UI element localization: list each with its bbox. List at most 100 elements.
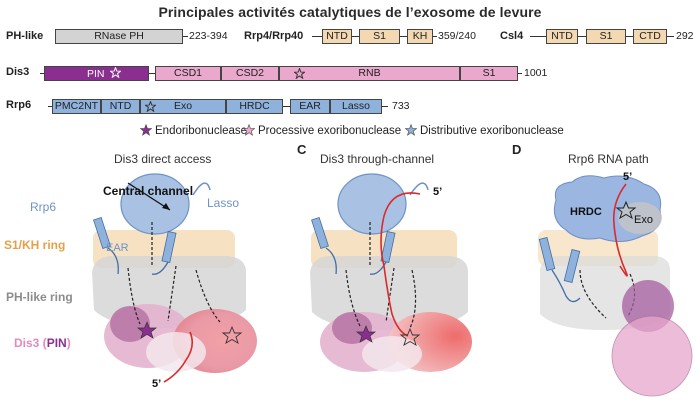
dis3-length: 1001 bbox=[524, 67, 548, 79]
panel-d-letter: D bbox=[512, 142, 522, 157]
panel-c-title: Dis3 through-channel bbox=[320, 152, 435, 166]
rrp6-exo-sphere bbox=[337, 173, 407, 235]
central-channel-label: Central channel bbox=[103, 184, 194, 198]
rna-strand bbox=[163, 331, 194, 383]
endo-star-icon bbox=[356, 325, 376, 343]
rrp6-linker bbox=[107, 247, 169, 275]
dis3-csd1-domain: CSD1 bbox=[155, 66, 221, 81]
processive-star-icon bbox=[243, 124, 255, 136]
legend-distributive: Distributive exoribonuclease bbox=[405, 124, 564, 137]
dis3-rnb-domain: RNB bbox=[279, 66, 460, 81]
rnase-ph-domain: RNase PH bbox=[55, 29, 183, 44]
dis3-pin-blob bbox=[110, 306, 150, 342]
rrp6-label: Rrp6 bbox=[6, 99, 32, 111]
rrp6-exo-label: Exo bbox=[173, 100, 193, 112]
rrp6-grey-subdomain bbox=[618, 202, 662, 234]
panel-d-structure bbox=[538, 175, 693, 397]
panel-c-5prime: 5’ bbox=[433, 186, 443, 198]
panel-b-5prime: 5’ bbox=[152, 378, 162, 390]
dis3-label: Dis3 bbox=[6, 66, 30, 78]
dis3-s1-domain: S1 bbox=[460, 66, 518, 81]
rrp6-linker bbox=[551, 269, 581, 303]
rrp6-ntd-domain: NTD bbox=[101, 99, 140, 114]
paren-side-text: ) bbox=[66, 336, 71, 350]
csl4-ctd-domain: CTD bbox=[633, 29, 667, 44]
endo-star-icon bbox=[137, 321, 157, 339]
csl4-s1-domain: S1 bbox=[586, 29, 626, 44]
processive-star-icon bbox=[221, 325, 243, 344]
distributive-star-icon bbox=[145, 101, 156, 112]
panel-b-title: Dis3 direct access bbox=[114, 152, 212, 166]
legend-processive: Processive exoribonuclease bbox=[243, 124, 401, 137]
s1kh-ring-label: S1/KH ring bbox=[4, 238, 66, 252]
lasso-label: Lasso bbox=[207, 196, 240, 210]
rrp6-exo-domain: Exo bbox=[140, 99, 226, 114]
ph-like-ring-shape bbox=[310, 256, 468, 330]
rrp6-side-label: Rrp6 bbox=[30, 200, 57, 214]
rrp6-helix bbox=[380, 231, 396, 263]
ear-label: EAR bbox=[106, 242, 129, 254]
channel-dashes bbox=[369, 222, 395, 323]
central-channel-arrow bbox=[127, 182, 171, 211]
rrp6-exo-sphere bbox=[120, 173, 190, 235]
rrp6-linker bbox=[325, 247, 387, 275]
rrp6-helix bbox=[563, 249, 581, 283]
exo-star-icon bbox=[294, 68, 305, 79]
rrp4-tail bbox=[433, 36, 437, 37]
rrp4-kh-domain: KH bbox=[407, 29, 433, 44]
panel-c-structure bbox=[310, 173, 472, 372]
panel-d-title: Rrp6 RNA path bbox=[568, 152, 649, 166]
panel-d-exo-label: Exo bbox=[634, 214, 653, 226]
rna-strand bbox=[380, 192, 421, 337]
rrp4-s1-domain: S1 bbox=[359, 29, 400, 44]
arrow-head bbox=[162, 203, 170, 210]
csl4-length: 292 bbox=[676, 30, 694, 42]
ph-like-ring-label: PH-like ring bbox=[6, 290, 73, 304]
lasso-curve bbox=[409, 182, 429, 196]
rrp4-label: Rrp4/Rrp40 bbox=[244, 30, 304, 42]
hrdc-label: HRDC bbox=[570, 206, 602, 218]
legend-distributive-label: Distributive exoribonuclease bbox=[420, 125, 564, 137]
legend-processive-label: Processive exoribonuclease bbox=[258, 125, 402, 137]
channel-dashes bbox=[151, 222, 177, 322]
legend: Endoribonuclease Processive exoribonucle… bbox=[0, 122, 700, 142]
dis3-pin-side-label: Dis3 (PIN) bbox=[14, 336, 71, 350]
legend-endo-label: Endoribonuclease bbox=[155, 125, 248, 137]
rrp6-length: 733 bbox=[392, 100, 410, 112]
processive-star-icon bbox=[399, 327, 421, 346]
access-dashes bbox=[127, 267, 221, 325]
ear-helix bbox=[93, 216, 111, 250]
rrp6-ear-domain: EAR bbox=[290, 99, 330, 114]
access-dashes bbox=[345, 269, 417, 329]
legend-endoribonuclease: Endoribonuclease bbox=[140, 124, 247, 137]
dis3-pin-domain: PIN bbox=[44, 66, 149, 81]
figure-title: Principales activités catalytiques de l’… bbox=[158, 4, 542, 20]
panel-b-structure bbox=[92, 173, 257, 383]
distributive-star-icon bbox=[615, 200, 637, 220]
rrp6-pmc2nt-domain: PMC2NT bbox=[52, 99, 101, 114]
distributive-star-icon bbox=[405, 124, 417, 136]
dis3-body-center bbox=[362, 336, 422, 372]
csl4-label: Csl4 bbox=[500, 30, 524, 42]
panel-c-letter: C bbox=[297, 142, 307, 157]
endo-star-icon bbox=[140, 124, 152, 136]
ear-helix bbox=[538, 237, 556, 271]
dis3-rnb-label: RNB bbox=[358, 67, 381, 79]
structure-panels: Dis3 direct access C Dis3 through-channe… bbox=[0, 142, 700, 404]
rrp6-helix bbox=[161, 231, 177, 263]
dis3-csd2-domain: CSD2 bbox=[221, 66, 279, 81]
rrp6-hrdc-domain: HRDC bbox=[226, 99, 283, 114]
domain-row-1: PH-like RNase PH 223-394 Rrp4/Rrp40 NTD … bbox=[0, 26, 700, 50]
endo-star-icon bbox=[109, 67, 123, 79]
ph-like-range: 223-394 bbox=[189, 30, 228, 42]
dis3-body-center bbox=[146, 332, 206, 372]
rrp4-ntd-domain: NTD bbox=[322, 29, 352, 44]
ph-like-linker bbox=[183, 36, 188, 37]
lasso-curve bbox=[192, 182, 211, 196]
domain-row-rrp6: Rrp6 PMC2NT NTD Exo HRDC EAR Lasso 733 bbox=[0, 96, 700, 118]
dis3-side-text: Dis3 ( bbox=[14, 336, 47, 350]
dis3-pin-label: PIN bbox=[87, 68, 105, 80]
rrp6-lasso-domain: Lasso bbox=[330, 99, 382, 114]
structure-drawing bbox=[92, 173, 693, 397]
